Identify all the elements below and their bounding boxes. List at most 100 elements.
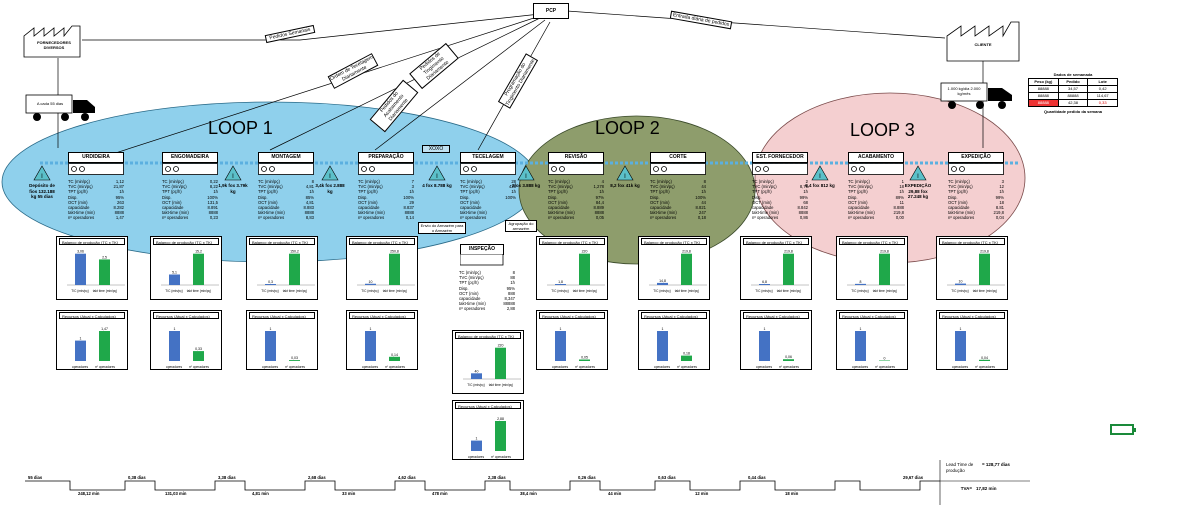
loop-2-label: LOOP 2 xyxy=(595,118,660,138)
stat-label: takt-time (min) xyxy=(358,210,385,216)
bar-takt xyxy=(979,253,990,285)
stat-value: 95% xyxy=(115,194,124,200)
chart-title: Recursos (Atual x Calculados) xyxy=(59,312,125,319)
process-operator-icon xyxy=(948,163,1004,175)
bar-value-label: 2,88 xyxy=(497,417,504,421)
stat-value: 8,83 xyxy=(305,215,314,221)
stat-label: TC (min/pç) xyxy=(68,179,90,184)
stat-label: Disp. xyxy=(358,194,368,200)
category-label: nº operadores xyxy=(975,365,995,369)
inventory-letter: I xyxy=(624,174,626,180)
stat-value: 8.821 xyxy=(695,205,706,211)
category-label: operadores xyxy=(552,365,569,369)
stat-label: capacidade xyxy=(460,205,482,211)
category-label: takt time (min/pç) xyxy=(573,289,597,293)
bar-value-label: 10 xyxy=(369,280,373,284)
chart-title: Recursos (Atual x Calculados) xyxy=(641,312,707,319)
stat-value: 3 xyxy=(1001,179,1004,184)
process-operator-icon xyxy=(848,163,904,175)
bar-value-label: 219,8 xyxy=(880,250,889,254)
stat-value: 44 xyxy=(701,199,706,205)
stat-value: 99% xyxy=(799,194,808,200)
legend-header-lote: Lote xyxy=(1098,79,1107,84)
stat-label: OCT (min) xyxy=(848,199,868,205)
operator-icon xyxy=(369,166,375,172)
bar-value-label: 1 xyxy=(960,327,962,331)
stat-label: Disp. xyxy=(948,194,958,200)
legend-cell: 88888 xyxy=(1029,100,1059,106)
chart-title: Balanço de produção (TC x TK) xyxy=(539,238,605,245)
category-label: T/C (min/pç) xyxy=(165,289,183,293)
stat-label: nº operadores xyxy=(358,215,385,221)
category-label: T/C (min/pç) xyxy=(755,289,773,293)
inventory-triangle-icon: I xyxy=(517,165,535,181)
stat-value: 1,47 xyxy=(115,215,124,221)
bar-calculated xyxy=(783,359,794,361)
bar-current xyxy=(75,340,86,361)
stat-label: TVC (min/pç) xyxy=(548,184,573,190)
stat-label: nº operadores xyxy=(548,215,575,221)
chart-title: Balanço de produção (TC x TK) xyxy=(249,238,315,245)
inventory-letter: I xyxy=(329,174,331,180)
category-label: T/C (min/pç) xyxy=(261,289,279,293)
bar-value-label: 0,04 xyxy=(981,356,988,360)
stat-label: TPT (pç/h) xyxy=(848,189,868,195)
inventory-triangle-icon: I xyxy=(811,165,829,181)
chart-title: Recursos (Atual x Calculados) xyxy=(743,312,809,319)
stat-label: TPT (pç/h) xyxy=(752,189,772,195)
stat-value: 0,23 xyxy=(209,215,218,221)
stat-label: takt-time (min) xyxy=(460,210,487,216)
bar-calculated xyxy=(389,356,400,361)
bar-value-label: 3,06 xyxy=(77,250,84,254)
stat-value: 1,278 xyxy=(593,184,604,190)
stat-label: Disp. xyxy=(752,194,762,200)
operator-icon xyxy=(951,166,957,172)
bar-takt xyxy=(681,253,692,285)
bar-value-label: 6,8 xyxy=(762,280,767,284)
stat-value: 1h xyxy=(803,189,808,195)
stat-label: TVC (min/pç) xyxy=(358,184,383,190)
stat-value: 0,18 xyxy=(697,215,706,221)
stat-label: OCT (min) xyxy=(460,199,480,205)
stat-value: 1,12 xyxy=(115,179,124,184)
stat-label: nº operadores xyxy=(752,215,779,221)
stat-value: 1h xyxy=(309,189,314,195)
category-label: T/C (min/pç) xyxy=(361,289,379,293)
stat-label: takt-time (min) xyxy=(162,210,189,216)
bar-value-label: 0,14 xyxy=(391,353,398,357)
stat-label: OCT (min) xyxy=(548,199,568,205)
category-label: nº operadores xyxy=(95,365,115,369)
bar-tc xyxy=(365,283,376,285)
stat-label: nº operadores xyxy=(948,215,975,221)
bar-value-label: 1 xyxy=(80,337,82,341)
stat-value: 1h xyxy=(119,189,124,195)
category-label: nº operadores xyxy=(385,365,405,369)
process-operator-icon xyxy=(162,163,218,175)
category-label: operadores xyxy=(952,365,969,369)
category-label: takt time (min/pç) xyxy=(873,289,897,293)
bar-takt xyxy=(783,253,794,285)
bar-tc xyxy=(759,284,770,285)
stat-label: takt-time (min) xyxy=(548,210,575,216)
bar-value-label: 150,2 xyxy=(290,250,299,254)
loop-1-label: LOOP 1 xyxy=(208,118,273,138)
process-operator-icon xyxy=(68,163,124,175)
stat-label: TVC (min/pç) xyxy=(460,184,485,190)
bar-tc xyxy=(265,284,276,285)
bar-value-label: 220 xyxy=(498,344,504,348)
category-label: operadores xyxy=(852,365,869,369)
bar-value-label: 40 xyxy=(475,369,479,373)
extra-takt: 88888 xyxy=(503,301,515,307)
stat-label: nº operadores xyxy=(650,215,677,221)
stat-label: TVC (min/pç) xyxy=(68,184,93,190)
stat-value: 1h xyxy=(213,189,218,195)
chart-title: Recursos (Atual x Calculados) xyxy=(153,312,219,319)
inventory-label: 3,4k fox 2.888 kg xyxy=(315,183,345,194)
